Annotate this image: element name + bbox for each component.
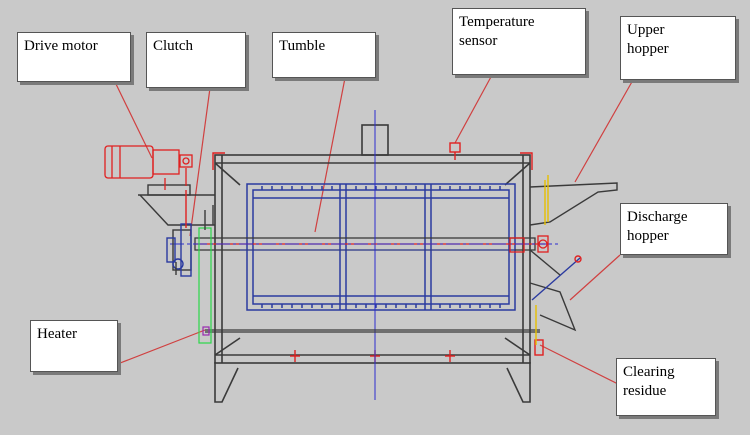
right-bearing	[509, 235, 549, 253]
motor-bracket	[138, 184, 215, 230]
tumble-drum	[246, 183, 516, 311]
leader-drive-motor	[114, 81, 153, 159]
roaster-legs	[214, 362, 531, 403]
leader-discharge-hopper	[569, 254, 621, 301]
label-heater: Heater	[30, 320, 118, 372]
leader-clearing-residue	[539, 344, 621, 386]
label-clearing-residue: Clearing residue	[616, 358, 716, 416]
gearbox	[198, 227, 212, 344]
label-discharge-hopper: Discharge hopper	[620, 203, 728, 255]
center-lines	[170, 110, 560, 400]
label-upper-hopper: Upper hopper	[620, 16, 736, 80]
label-clutch: Clutch	[146, 32, 246, 88]
leader-clutch	[189, 87, 211, 237]
leader-heater	[114, 329, 206, 366]
leader-temperature-sensor	[454, 74, 493, 144]
heater-rod	[202, 326, 540, 336]
label-temperature-sensor: Temperature sensor	[452, 8, 586, 75]
upper-hopper-part	[529, 175, 618, 226]
roaster-housing	[214, 154, 531, 364]
leader-upper-hopper	[574, 79, 634, 183]
temperature-sensor-part	[449, 142, 461, 160]
discharge-hopper-part	[529, 249, 582, 345]
drive-motor-part	[104, 145, 193, 190]
leader-lines	[114, 74, 634, 386]
label-tumble: Tumble	[272, 32, 376, 78]
clutch-assembly	[166, 190, 192, 277]
label-drive-motor: Drive motor	[17, 32, 131, 82]
